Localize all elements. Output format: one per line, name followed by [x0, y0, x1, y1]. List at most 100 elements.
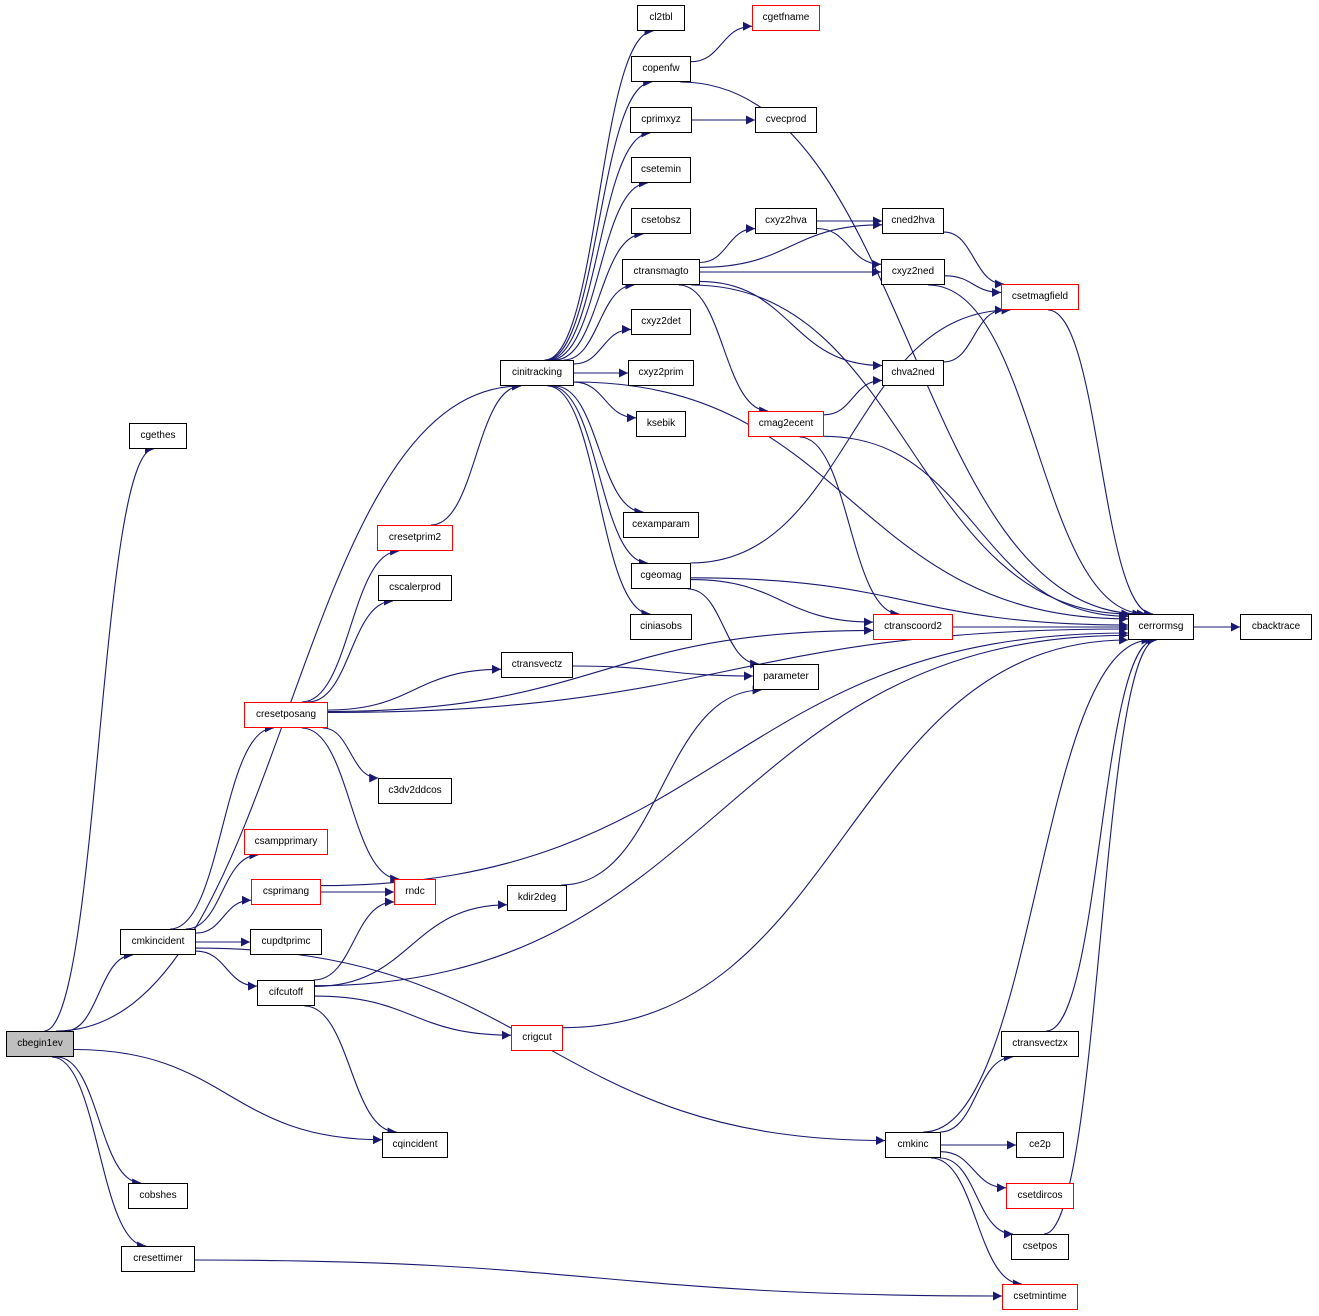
edge-cinitracking-to-cexamparam [554, 385, 644, 517]
node-crigcut[interactable]: crigcut [511, 1025, 563, 1051]
edge-cifcutoff-to-cqincident [304, 1005, 397, 1137]
edge-cinitracking-to-ctransmagto [563, 280, 635, 361]
node-cgetfname[interactable]: cgetfname [752, 5, 820, 31]
edge-ctransvectz-to-parameter [572, 665, 754, 681]
node-cgethes[interactable]: cgethes [129, 423, 187, 449]
node-cupdtprimc[interactable]: cupdtprimc [250, 929, 322, 955]
edge-cifcutoff-to-rndc [313, 897, 395, 981]
edge-cresettimer-to-csetmintime [194, 1259, 1003, 1301]
edge-cmkincident-to-cresetposang [170, 723, 274, 930]
node-cl2tbl[interactable]: cl2tbl [637, 5, 685, 31]
edge-cresetprim2-to-cinitracking [430, 381, 522, 526]
node-csetpos[interactable]: csetpos [1011, 1234, 1069, 1260]
node-csampprimary[interactable]: csampprimary [244, 829, 328, 855]
node-cbacktrace[interactable]: cbacktrace [1240, 614, 1312, 640]
edge-cmkinc-to-csetpos [939, 1157, 1014, 1239]
edge-cifcutoff-to-kdir2deg [314, 900, 508, 987]
edge-cresetposang-to-rndc [301, 727, 400, 884]
node-cxyz2hva[interactable]: cxyz2hva [755, 208, 817, 234]
node-csetmintime[interactable]: csetmintime [1002, 1284, 1078, 1310]
edge-ctransmagto-to-cmag2ecent [678, 284, 769, 416]
node-ciniasobs[interactable]: ciniasobs [630, 614, 692, 640]
edge-cinitracking-to-csetemin [550, 178, 648, 361]
node-kdir2deg[interactable]: kdir2deg [507, 885, 567, 911]
edge-cbegin1ev-to-cresettimer [51, 1056, 147, 1251]
node-ctransmagto[interactable]: ctransmagto [622, 259, 700, 285]
edge-cgeomag-to-csetmagfield [690, 305, 1011, 564]
edge-cifcutoff-to-cerrormsg [314, 630, 1129, 987]
node-parameter[interactable]: parameter [753, 664, 819, 690]
node-cgeomag[interactable]: cgeomag [631, 563, 691, 589]
node-ctransvectz[interactable]: ctransvectz [501, 652, 573, 678]
edge-ctransmagto-to-cxyz2hva [699, 224, 756, 264]
edge-cmag2ecent-to-ctranscoord2 [799, 436, 900, 619]
node-cresetposang[interactable]: cresetposang [244, 702, 328, 728]
edge-cbegin1ev-to-cgethes [44, 444, 154, 1032]
edge-cxyz2hva-to-cxyz2ned [816, 227, 882, 269]
edge-cmkincident-to-csprimang [195, 895, 252, 934]
node-cmag2ecent[interactable]: cmag2ecent [748, 411, 824, 437]
node-csetmagfield[interactable]: csetmagfield [1001, 284, 1079, 310]
edge-cmkinc-to-csetdircos [940, 1151, 1007, 1193]
node-rndc[interactable]: rndc [394, 879, 436, 905]
edge-ctransvectzx-to-cerrormsg [1046, 635, 1155, 1032]
node-cqincident[interactable]: cqincident [382, 1132, 448, 1158]
node-chva2ned[interactable]: chva2ned [882, 360, 944, 386]
edge-ctransmagto-to-cned2hva [699, 220, 883, 268]
node-cprimxyz[interactable]: cprimxyz [630, 107, 692, 133]
edge-cresetposang-to-ctransvectz [327, 664, 502, 711]
edge-cresetposang-to-ctranscoord2 [327, 625, 874, 713]
node-cxyz2det[interactable]: cxyz2det [631, 309, 691, 335]
edge-cinitracking-to-cerrormsg [573, 381, 1129, 624]
edge-cinitracking-to-ciniasobs [547, 385, 651, 619]
edge-cmkinc-to-cerrormsg [923, 635, 1151, 1133]
edge-cresetposang-to-cresetprim2 [301, 546, 400, 703]
node-ctranscoord2[interactable]: ctranscoord2 [873, 614, 953, 640]
node-cresettimer[interactable]: cresettimer [121, 1246, 195, 1272]
edge-cmkincident-to-cifcutoff [195, 950, 258, 991]
node-cexamparam[interactable]: cexamparam [623, 512, 699, 538]
node-cinitracking[interactable]: cinitracking [500, 360, 574, 386]
edge-cgeomag-to-cerrormsg [690, 577, 1129, 630]
edge-cinitracking-to-copenfw [545, 77, 653, 361]
node-cifcutoff[interactable]: cifcutoff [257, 980, 315, 1006]
node-ctransvectzx[interactable]: ctransvectzx [1001, 1031, 1079, 1057]
node-cscalerprod[interactable]: cscalerprod [378, 575, 452, 601]
edge-cgeomag-to-ctranscoord2 [690, 579, 874, 627]
node-cerrormsg[interactable]: cerrormsg [1128, 614, 1194, 640]
node-cxyz2prim[interactable]: cxyz2prim [628, 360, 694, 386]
edge-cbegin1ev-to-cqincident [73, 1048, 383, 1145]
edge-ctransmagto-to-chva2ned [699, 280, 883, 370]
node-csetdircos[interactable]: csetdircos [1006, 1183, 1074, 1209]
node-csprimang[interactable]: csprimang [251, 879, 321, 905]
node-cmkincident[interactable]: cmkincident [120, 929, 196, 955]
edge-cinitracking-to-cxyz2det [573, 324, 632, 365]
node-cobshes[interactable]: cobshes [128, 1183, 188, 1209]
edge-cinitracking-to-cl2tbl [544, 26, 654, 361]
node-cmkinc[interactable]: cmkinc [885, 1132, 941, 1158]
edge-cresetposang-to-cscalerprod [307, 596, 394, 703]
edge-cinitracking-to-ksebik [573, 381, 637, 423]
node-ce2p[interactable]: ce2p [1016, 1132, 1064, 1158]
node-copenfw[interactable]: copenfw [631, 56, 691, 82]
node-cresetprim2[interactable]: cresetprim2 [377, 525, 453, 551]
edge-csetmagfield-to-cerrormsg [1047, 309, 1154, 619]
node-csetobsz[interactable]: csetobsz [631, 208, 691, 234]
node-cxyz2ned[interactable]: cxyz2ned [881, 259, 945, 285]
node-cvecprod[interactable]: cvecprod [755, 107, 817, 133]
edge-kdir2deg-to-parameter [561, 685, 762, 886]
node-cbegin1ev[interactable]: cbegin1ev [6, 1031, 74, 1057]
edge-cbegin1ev-to-cmkincident [65, 950, 133, 1032]
edge-cmkinc-to-csetmintime [931, 1157, 1022, 1289]
node-csetemin[interactable]: csetemin [631, 157, 691, 183]
edge-cinitracking-to-cgeomag [550, 385, 648, 568]
node-cned2hva[interactable]: cned2hva [882, 208, 944, 234]
edge-copenfw-to-cgetfname [690, 21, 753, 63]
edge-cmkincident-to-csampprimary [185, 850, 259, 930]
edge-cresetposang-to-cerrormsg [327, 624, 1129, 714]
node-c3dv2ddcos[interactable]: c3dv2ddcos [378, 778, 452, 804]
edge-cned2hva-to-csetmagfield [943, 231, 1004, 289]
node-ksebik[interactable]: ksebik [636, 411, 686, 437]
edge-cbegin1ev-to-cobshes [56, 1056, 142, 1188]
